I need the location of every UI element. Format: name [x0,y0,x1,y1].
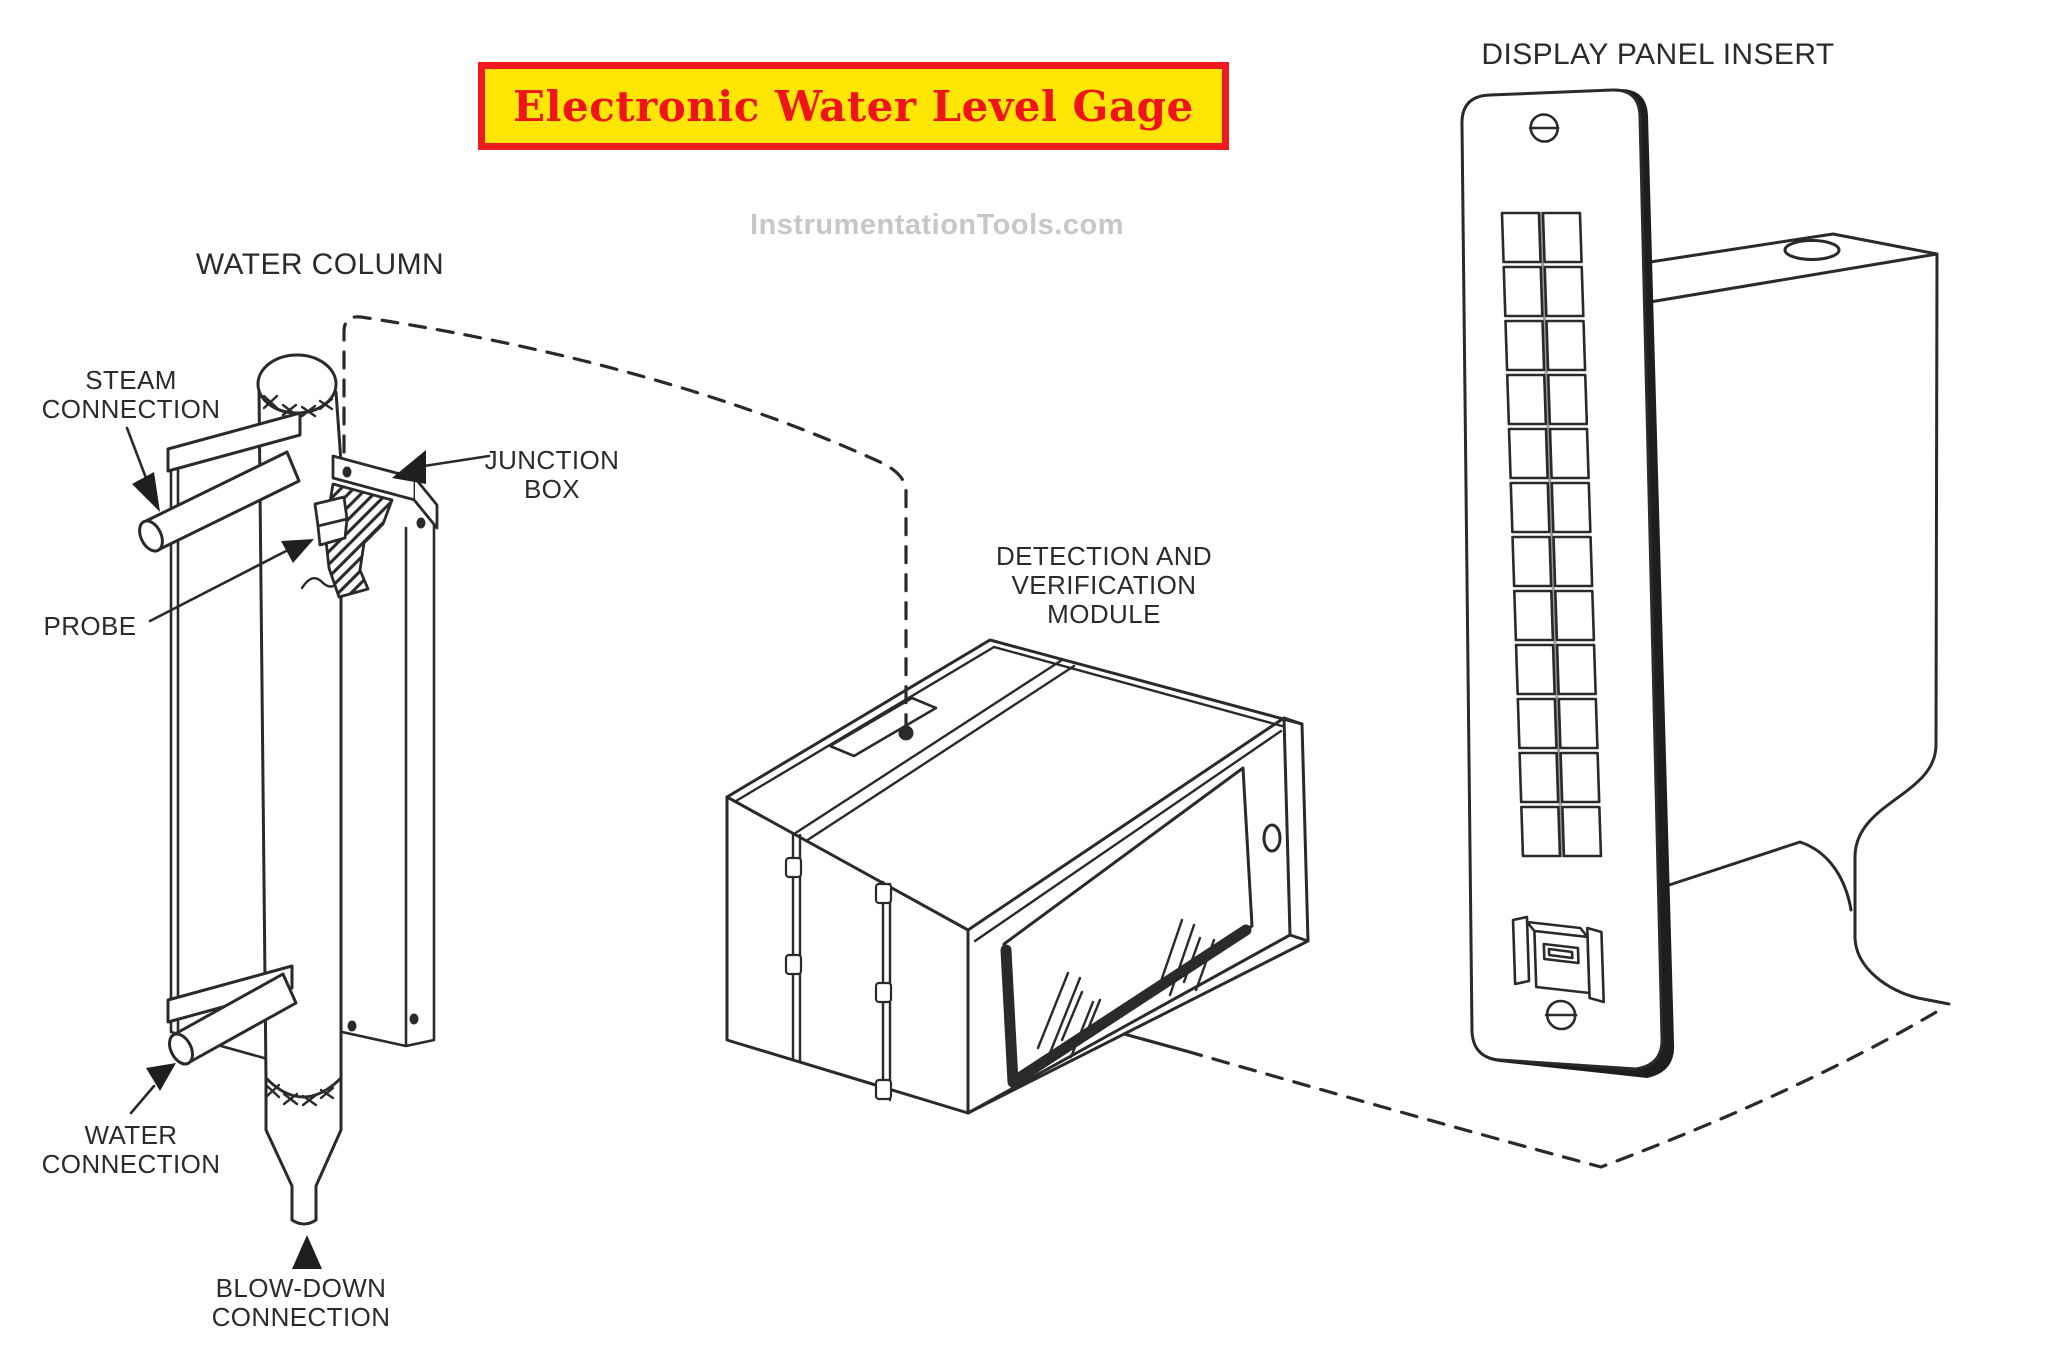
label-probe: PROBE [43,611,137,641]
panel-screw-top [1528,113,1560,143]
dashed-links [342,315,1940,1169]
label-display-panel-insert: DISPLAY PANEL INSERT [1481,38,1835,71]
panel-screw-bottom [1544,999,1578,1031]
detection-module [725,638,1310,1115]
door-latches [784,856,893,1101]
page-title: Electronic Water Level Gage [513,81,1194,131]
blow-down-funnel [264,1076,343,1226]
dashed-link-column-module [342,315,908,729]
label-water-connection: WATER CONNECTION [41,1120,221,1180]
callout-arrowheads [132,450,426,1269]
junction-arrow [392,450,426,484]
panel-connector [1511,915,1606,1004]
panel-enclosure [1648,232,1951,1006]
pipe-break-stitches-bottom [264,1083,335,1107]
label-water-column: WATER COLUMN [195,248,445,281]
dashed-link-module-display [1184,1009,1940,1169]
water-pipe [166,964,298,1066]
steam-arrow [132,472,160,512]
label-steam-connection: STEAM CONNECTION [41,365,221,425]
blow-down-arrow [292,1235,322,1269]
probe-arrow [281,539,314,563]
steam-pipe [138,411,302,553]
pipe-break-stitches-top [262,394,334,418]
display-panel [1460,88,1675,1078]
label-blow-down-connection: BLOW-DOWN CONNECTION [211,1273,391,1333]
label-detection-module: DETECTION AND VERIFICATION MODULE [995,541,1213,630]
watermark: InstrumentationTools.com [750,209,1124,241]
label-junction-box: JUNCTION BOX [484,445,620,505]
title-banner: Electronic Water Level Gage [478,62,1229,150]
level-indicator-grid [1500,211,1603,858]
junction-box [313,454,439,1032]
module-window [1000,766,1254,1089]
glass-reflections [1036,918,1216,1059]
water-column-pipe [256,353,343,1226]
water-arrow [146,1063,176,1091]
callout-lines [125,426,491,1115]
